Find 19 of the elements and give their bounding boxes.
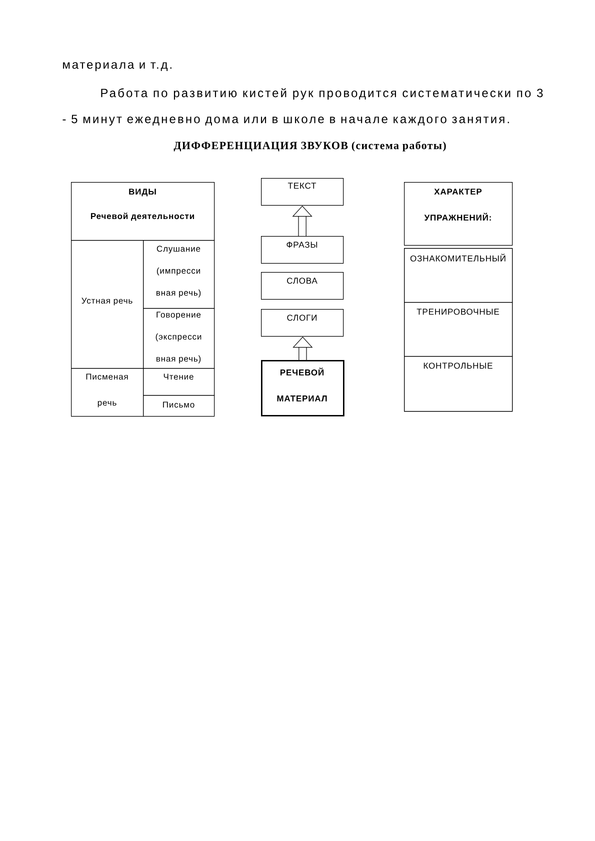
table-cell: Говорение (экспресси вная речь) [143,308,215,369]
body-text: материала и т.д. [63,62,172,72]
exercise-cell: ОЗНАКОМИТЕЛЬНЫЙ [404,248,513,303]
title: ДИФФЕРЕНЦИАЦИЯ ЗВУКОВ (система работы) [174,141,446,152]
table-cell: Устная речь [71,240,144,369]
exercise-cell: ТРЕНИРОВОЧНЫЕ [404,302,513,357]
level-box: СЛОГИ [261,309,344,337]
exercise-cell: КОНТРОЛЬНЫЕ [404,356,513,412]
level-box: ТЕКСТ [261,178,344,206]
table-cell: Чтение [143,368,215,396]
table-header-cell: ВИДЫ Речевой деятельности [71,182,215,241]
material-box: РЕЧЕВОЙ МАТЕРИАЛ [261,360,344,416]
body-paragraph: Работа по развитию кистей рук проводится систематически по 3 - 5 минут ежедневно дома или в школе в начале каждого занятия. [62,88,543,126]
level-box: ФРАЗЫ [261,236,344,264]
table-cell: Слушание (импресси вная речь) [143,240,215,309]
table-cell: Письмо [143,395,215,417]
header-box: ХАРАКТЕР УПРАЖНЕНИЙ: [404,182,513,246]
table-cell: Писменая речь [71,368,144,417]
level-box: СЛОВА [261,272,344,300]
